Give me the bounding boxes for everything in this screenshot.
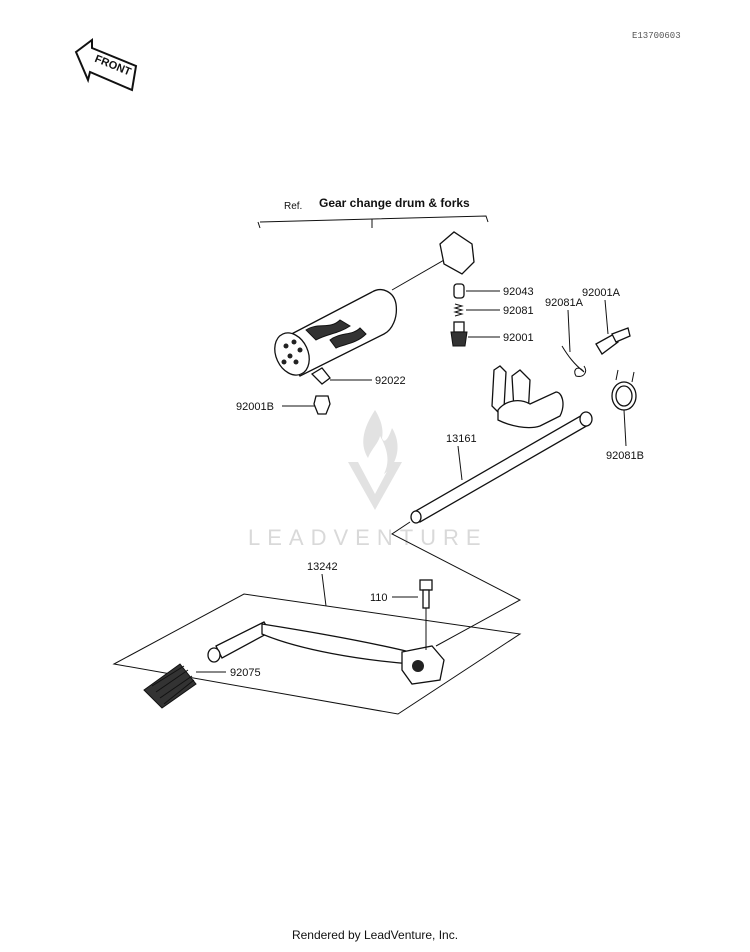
part-label-13161: 13161 [446, 433, 477, 445]
watermark-v-icon [348, 462, 402, 510]
part-label-92001b: 92001B [236, 401, 274, 413]
part-92043-shape [453, 283, 500, 299]
part-label-92081b: 92081B [606, 450, 644, 462]
part-label-13242: 13242 [307, 561, 338, 573]
gear-change-drum [274, 231, 475, 377]
connector-lines [391, 521, 522, 647]
diagram-code: E13700603 [632, 31, 681, 41]
shift-shaft [410, 365, 593, 524]
ref-bracket [257, 215, 489, 229]
part-110-shape [392, 579, 433, 650]
part-92022-shape [310, 367, 372, 385]
part-label-110: 110 [370, 592, 388, 604]
part-92001b-shape [282, 395, 331, 415]
part-92081b-shape [611, 369, 637, 447]
ref-title: Gear change drum & forks [319, 196, 470, 210]
part-92081-shape [453, 303, 500, 317]
watermark-text: LEADVENTURE [248, 525, 488, 550]
ref-prefix: Ref. [284, 201, 302, 212]
ref-group: Ref. Gear change drum & forks [257, 196, 489, 229]
part-label-92022: 92022 [375, 375, 406, 387]
front-arrow-icon: FRONT [74, 38, 138, 92]
part-92001-shape [450, 321, 500, 347]
part-92001a-shape [595, 299, 631, 355]
footer-credit: Rendered by LeadVenture, Inc. [291, 928, 459, 942]
part-92075-shape [143, 663, 226, 709]
watermark-flame-icon [363, 410, 398, 474]
part-label-92001: 92001 [503, 332, 534, 344]
part-label-92081a: 92081A [545, 297, 584, 309]
part-92081a-shape [561, 309, 587, 377]
part-label-92001a: 92001A [582, 287, 621, 299]
part-label-92075: 92075 [230, 667, 261, 679]
pedal-group-box [112, 593, 522, 715]
part-label-92043: 92043 [503, 286, 534, 298]
part-label-92081: 92081 [503, 305, 534, 317]
shift-lever [207, 621, 445, 685]
watermark: LEADVENTURE [248, 410, 488, 550]
